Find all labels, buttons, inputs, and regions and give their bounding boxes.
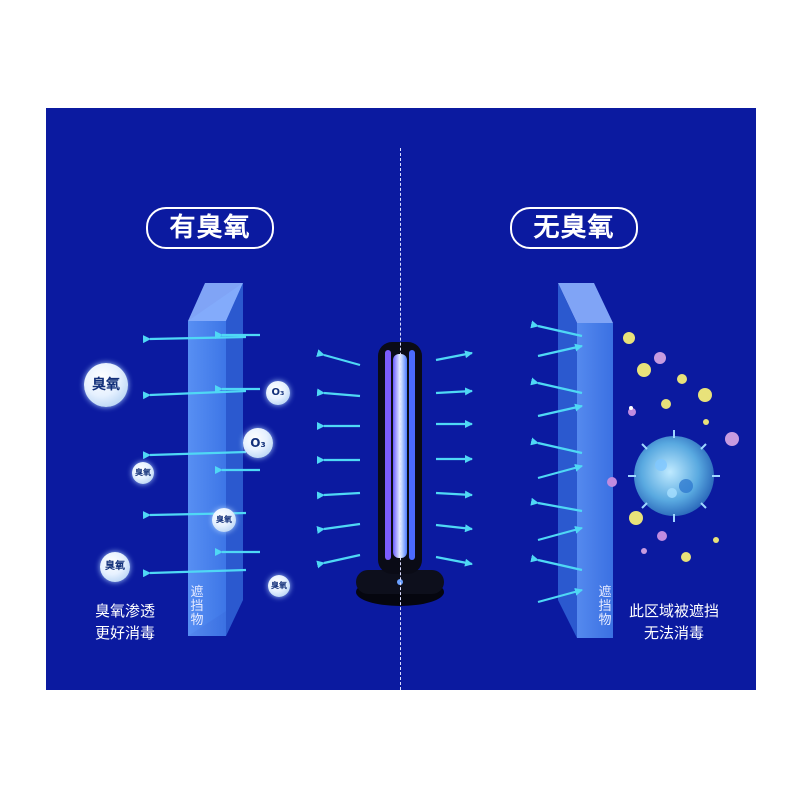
- left-arrows: [142, 331, 361, 578]
- barrier-char: 遮: [190, 585, 204, 600]
- ozone-bubble-icon: O₃: [266, 381, 290, 405]
- caption-line: 无法消毒: [643, 624, 704, 642]
- germ-particles: [607, 332, 739, 562]
- right-barrier-label: 遮 挡 物: [597, 586, 613, 628]
- ozone-bubble-icon: 臭氧: [268, 575, 290, 597]
- ozone-bubble-icon: 臭氧: [100, 552, 130, 582]
- virus-icon: [628, 430, 720, 522]
- illustration-panel: 有臭氧 无臭氧 臭氧 O₃ O₃ 臭氧 臭氧 臭氧 臭氧 遮 挡 物 遮 挡 物…: [46, 108, 756, 690]
- left-barrier: [188, 283, 243, 636]
- title-without-ozone: 无臭氧: [510, 207, 638, 249]
- ozone-bubble-icon: O₃: [243, 428, 273, 458]
- caption-line: 更好消毒: [94, 624, 155, 642]
- barrier-char: 挡: [598, 599, 612, 614]
- right-lamp-arrows: [435, 350, 473, 567]
- right-barrier-arrows: [530, 320, 583, 604]
- center-divider: [400, 148, 401, 690]
- barrier-char: 物: [190, 613, 204, 628]
- left-barrier-label: 遮 挡 物: [189, 586, 205, 628]
- ozone-bubble-icon: 臭氧: [132, 462, 154, 484]
- ozone-bubble-icon: 臭氧: [212, 508, 236, 532]
- title-with-ozone: 有臭氧: [146, 207, 274, 249]
- caption-line: 此区域被遮挡: [628, 602, 719, 620]
- right-barrier: [558, 283, 613, 638]
- ozone-bubble-icon: 臭氧: [84, 363, 128, 407]
- left-caption: 臭氧渗透 更好消毒: [90, 600, 160, 644]
- caption-line: 臭氧渗透: [94, 602, 155, 620]
- right-caption: 此区域被遮挡 无法消毒: [624, 600, 724, 644]
- barrier-char: 物: [598, 613, 612, 628]
- barrier-char: 遮: [598, 585, 612, 600]
- barrier-char: 挡: [190, 599, 204, 614]
